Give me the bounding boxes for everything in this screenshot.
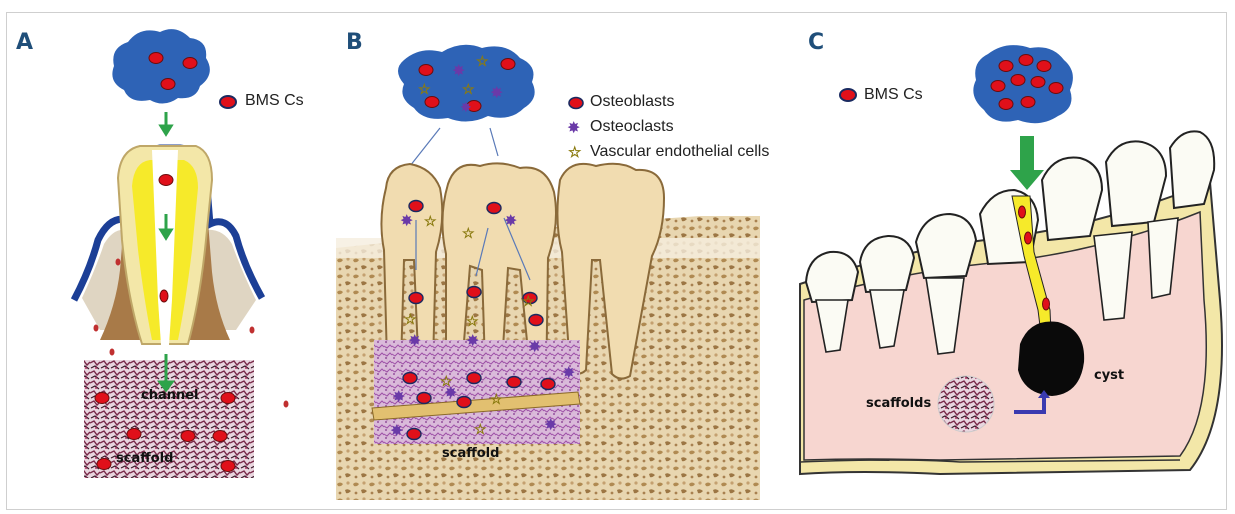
- svg-text:✸: ✸: [408, 331, 421, 350]
- svg-text:☆: ☆: [462, 226, 475, 242]
- svg-text:✸: ✸: [562, 363, 575, 382]
- panel-b-legend-osteoblasts: Osteoblasts: [590, 93, 674, 111]
- panel-b-illustration: ✸ ✸ ✸ ☆ ☆ ☆: [336, 45, 760, 500]
- panel-b-letter: B: [346, 30, 363, 55]
- svg-text:✸: ✸: [390, 421, 403, 440]
- panel-c-label-cyst: cyst: [1094, 368, 1124, 383]
- svg-text:✸: ✸: [466, 331, 479, 350]
- panel-c-illustration: [800, 45, 1222, 474]
- bmsc-cluster-a: [112, 29, 209, 103]
- svg-text:✸: ✸: [544, 415, 557, 434]
- panel-c-legend-bmscs: BMS Cs: [864, 86, 923, 104]
- svg-text:✸: ✸: [460, 100, 472, 116]
- svg-text:☆: ☆: [466, 314, 479, 330]
- svg-text:✸: ✸: [504, 211, 517, 230]
- panel-b-legend-vascular: Vascular endothelial cells: [590, 143, 769, 161]
- panel-b-legend-osteoclasts: Osteoclasts: [590, 118, 674, 136]
- svg-text:✸: ✸: [567, 118, 580, 137]
- svg-text:☆: ☆: [440, 374, 453, 390]
- svg-text:✸: ✸: [400, 211, 413, 230]
- panel-a-label-channel: channel: [141, 388, 199, 403]
- svg-text:✸: ✸: [490, 83, 503, 102]
- panel-a-label-scaffold: scaffold: [116, 451, 173, 466]
- svg-text:☆: ☆: [476, 54, 489, 70]
- svg-text:✸: ✸: [528, 337, 541, 356]
- svg-text:☆: ☆: [522, 294, 535, 310]
- panel-c-letter: C: [808, 30, 824, 55]
- panel-a-letter: A: [16, 30, 33, 55]
- panel-c-label-scaffolds: scaffolds: [866, 396, 931, 411]
- svg-text:☆: ☆: [424, 214, 437, 230]
- svg-text:☆: ☆: [474, 422, 487, 438]
- svg-text:☆: ☆: [462, 82, 475, 98]
- svg-text:☆: ☆: [568, 143, 581, 161]
- svg-text:☆: ☆: [404, 312, 417, 328]
- svg-text:☆: ☆: [490, 392, 503, 408]
- svg-text:☆: ☆: [418, 82, 431, 98]
- panel-a-legend-bmscs: BMS Cs: [245, 92, 304, 110]
- svg-text:✸: ✸: [392, 387, 405, 406]
- panel-b-label-scaffold: scaffold: [442, 446, 499, 461]
- svg-text:✸: ✸: [452, 61, 465, 80]
